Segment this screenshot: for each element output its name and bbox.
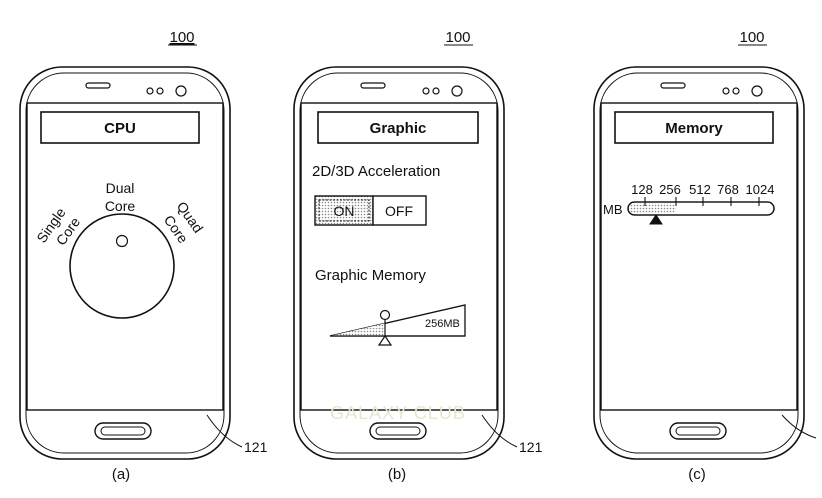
sensor-icon — [732, 87, 740, 95]
ref-number-b: 100 — [445, 29, 470, 46]
memory-unit: MB — [603, 202, 623, 217]
phone-b-bezel — [299, 72, 499, 454]
camera-icon — [451, 85, 463, 97]
tick-768: 768 — [717, 182, 739, 197]
caption-c: (c) — [688, 466, 706, 483]
dial-label-dual-1: Dual — [106, 180, 135, 196]
sensor-icon — [146, 87, 154, 95]
graphic-title: Graphic — [370, 120, 427, 137]
cpu-title-box — [40, 111, 200, 144]
screen-c — [600, 102, 798, 411]
memory-title: Memory — [665, 120, 723, 137]
sensor-icon — [422, 87, 430, 95]
ref-number-c: 100 — [739, 29, 764, 46]
accel-off-label: OFF — [385, 203, 413, 219]
phone-a-bezel — [25, 72, 225, 454]
memory-pointer-icon[interactable] — [649, 214, 663, 225]
dial-label-dual-2: Core — [105, 198, 136, 214]
memory-title-box — [614, 111, 774, 144]
sensor-icon — [722, 87, 730, 95]
caption-a: (a) — [112, 466, 130, 483]
speaker-icon — [85, 82, 111, 89]
memory-value: 256MB — [425, 318, 460, 330]
accel-on-label: ON — [334, 203, 355, 219]
cpu-dial-knob[interactable] — [69, 213, 175, 319]
caption-b: (b) — [388, 466, 406, 483]
accel-off-button[interactable] — [372, 195, 427, 226]
memory-slider-fill — [629, 203, 676, 214]
home-button[interactable] — [369, 422, 427, 440]
tick-512: 512 — [689, 182, 711, 197]
cpu-title: CPU — [104, 120, 136, 137]
sensor-icon — [156, 87, 164, 95]
accel-label: 2D/3D Acceleration — [312, 163, 440, 180]
tick-128: 128 — [631, 182, 653, 197]
phone-c: Memory MB 128 256 512 768 1024 (c) — [593, 66, 817, 483]
phone-b: Graphic 2D/3D Acceleration ON OFF Graphi… — [293, 66, 543, 483]
speaker-icon — [360, 82, 386, 89]
phone-c-bezel — [599, 72, 799, 454]
watermark: GALAXY CLUB — [330, 403, 466, 423]
home-button[interactable] — [669, 422, 727, 440]
camera-icon — [751, 85, 763, 97]
memory-wedge-fill — [330, 323, 385, 336]
graphic-title-box — [317, 111, 479, 144]
camera-icon — [175, 85, 187, 97]
memory-slider-handle[interactable] — [379, 309, 391, 321]
ref-number-a: 100 — [169, 29, 194, 46]
screen-ref-b: 121 — [519, 439, 543, 455]
screen-b — [300, 102, 498, 411]
speaker-icon — [660, 82, 686, 89]
graphic-memory-label: Graphic Memory — [315, 267, 426, 284]
screen-ref-a: 121 — [244, 439, 268, 455]
tick-256: 256 — [659, 182, 681, 197]
tick-1024: 1024 — [746, 182, 775, 197]
memory-pointer-icon — [377, 334, 393, 346]
dial-indicator-icon — [115, 234, 129, 248]
phone-a: CPU Dual Core Single Core Quad Core 121 … — [19, 66, 268, 483]
home-button[interactable] — [94, 422, 152, 440]
sensor-icon — [432, 87, 440, 95]
